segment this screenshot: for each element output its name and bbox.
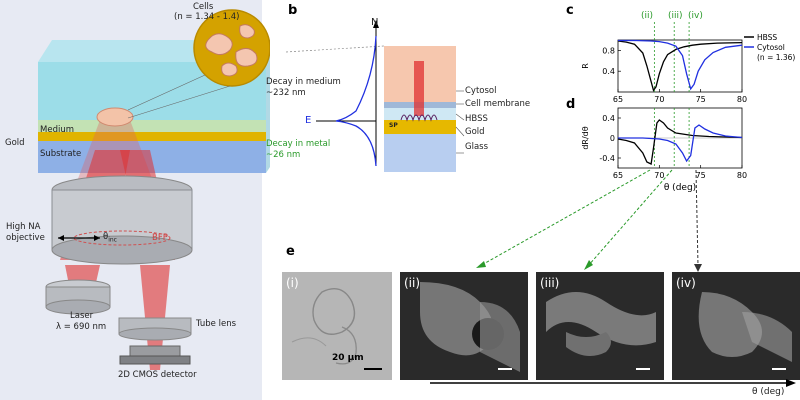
probe-beam bbox=[414, 61, 424, 116]
objective-bottom bbox=[52, 236, 192, 264]
theta-axis-label: θ (deg) bbox=[752, 388, 784, 397]
panel-e-letter: e bbox=[286, 244, 295, 259]
series-cytosol-d bbox=[618, 125, 742, 161]
decay-medium-label-2: ~232 nm bbox=[266, 89, 306, 98]
ytick-label-c: 0.8 bbox=[602, 46, 615, 55]
cells-index-label: (n = 1.34 - 1.4) bbox=[174, 13, 239, 22]
micrograph-iii: (iii) bbox=[536, 272, 664, 380]
cell-shape-2 bbox=[236, 48, 257, 66]
micrograph-ii: (ii) bbox=[400, 272, 528, 380]
decay-medium-label-1: Decay in medium bbox=[266, 78, 341, 87]
xtick-label-c: 65 bbox=[613, 95, 623, 104]
xtick-label-d: 80 bbox=[737, 171, 747, 180]
scalebar-iv bbox=[772, 368, 786, 370]
scalebar-ii bbox=[498, 368, 512, 370]
arrow-to-ii bbox=[480, 170, 650, 266]
micrograph-iii-label: (iii) bbox=[540, 276, 559, 290]
sp-label: SP bbox=[389, 123, 398, 129]
axis-e-label: E bbox=[305, 116, 311, 126]
ylabel-c: R bbox=[581, 63, 590, 69]
micrograph-i: (i) 20 μm bbox=[282, 272, 392, 380]
legend-label-1: Cytosol bbox=[757, 43, 785, 52]
arrow-to-iii bbox=[588, 170, 672, 266]
layer-membrane-label: Cell membrane bbox=[465, 100, 530, 109]
xtick-label-c: 80 bbox=[737, 95, 747, 104]
micrograph-ii-label: (ii) bbox=[404, 276, 420, 290]
panel-a-illustration bbox=[0, 0, 270, 400]
panel-b-illustration bbox=[286, 16, 526, 176]
connector-arrows bbox=[460, 160, 710, 275]
micrograph-iv: (iv) bbox=[672, 272, 800, 380]
bfp-label: BFP bbox=[152, 234, 168, 243]
scalebar-label: 20 μm bbox=[332, 353, 364, 363]
ytick-label-c: 0.4 bbox=[602, 67, 615, 76]
legend-label-2: (n = 1.36) bbox=[757, 53, 795, 62]
substrate-label: Substrate bbox=[40, 150, 81, 159]
objective-label-2: objective bbox=[6, 234, 45, 243]
glass-layer bbox=[384, 134, 456, 172]
layer-hbss-label: HBSS bbox=[465, 115, 488, 124]
cells-label: Cells bbox=[193, 3, 213, 12]
decay-curve-metal bbox=[336, 121, 376, 166]
tube-lens-label: Tube lens bbox=[196, 320, 236, 329]
layer-gold-label: Gold bbox=[465, 128, 485, 137]
scalebar-i bbox=[364, 368, 382, 370]
legend-label-0: HBSS bbox=[757, 33, 777, 42]
layer-cytosol-label: Cytosol bbox=[465, 87, 497, 96]
xtick-label-c: 75 bbox=[696, 95, 706, 104]
ylabel-d: dR/dθ bbox=[581, 126, 590, 149]
laser-label: Laser bbox=[70, 312, 93, 321]
decay-metal-label-1: Decay in metal bbox=[266, 140, 330, 149]
cell-shape-3 bbox=[222, 63, 237, 76]
detector-label: 2D CMOS detector bbox=[118, 371, 197, 380]
laser-wavelength: λ = 690 nm bbox=[56, 323, 106, 332]
layer-glass-label: Glass bbox=[465, 143, 488, 152]
theta-sub: inc bbox=[108, 237, 117, 244]
decay-metal-label-2: ~26 nm bbox=[266, 151, 300, 160]
axis-n-label: N bbox=[371, 18, 378, 28]
xtick-label-c: 70 bbox=[654, 95, 664, 104]
ytick-label-d: 0.4 bbox=[602, 114, 615, 123]
gold-label: Gold bbox=[5, 139, 25, 148]
ytick-label-d: 0 bbox=[610, 134, 615, 143]
objective-label-1: High NA bbox=[6, 223, 40, 232]
medium-label: Medium bbox=[40, 126, 74, 135]
micrograph-i-label: (i) bbox=[286, 276, 299, 290]
arrow-to-iv bbox=[696, 170, 698, 266]
micrograph-iv-label: (iv) bbox=[676, 276, 696, 290]
detector-base bbox=[120, 356, 190, 364]
theta-inc-label: θinc bbox=[103, 233, 117, 244]
scalebar-iii bbox=[636, 368, 650, 370]
series-hbss-d bbox=[618, 120, 742, 164]
theta-axis-arrow bbox=[430, 378, 800, 390]
cell-blob bbox=[97, 108, 133, 126]
